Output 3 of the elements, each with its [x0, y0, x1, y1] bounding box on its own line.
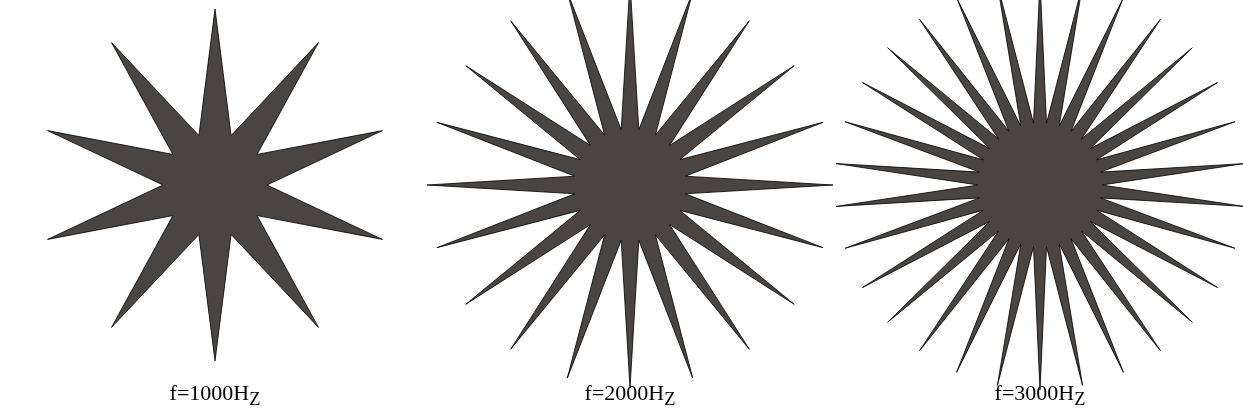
frequency-caption: f=2000H$_{Z}$ — [584, 380, 676, 411]
frequency-caption: f=3000H$_{Z}$ — [994, 380, 1086, 411]
frequency-caption: f=1000H$_{Z}$ — [169, 380, 261, 411]
